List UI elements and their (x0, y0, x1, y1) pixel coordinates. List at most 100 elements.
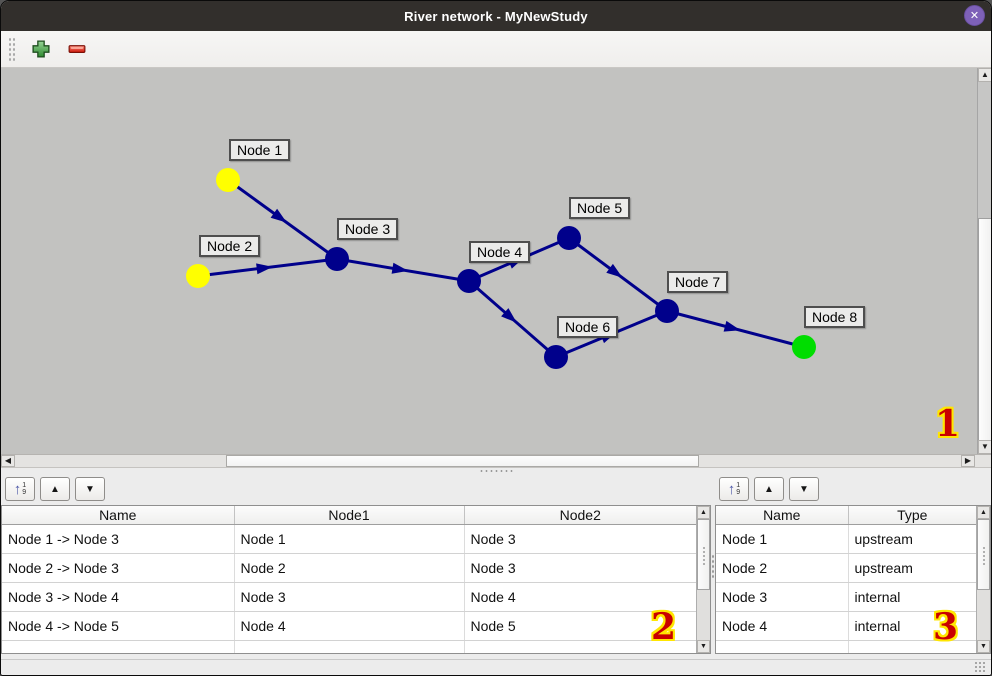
table-cell[interactable]: Node 3 (464, 524, 696, 554)
horizontal-splitter[interactable] (1, 468, 991, 473)
triangle-down-icon: ▼ (85, 483, 95, 495)
scroll-up-button[interactable]: ▲ (978, 68, 991, 82)
links-table-scrollbar[interactable]: ▲ ▼ (696, 506, 710, 653)
edge-arrow-icon (270, 208, 287, 223)
scroll-up-button[interactable]: ▲ (697, 506, 710, 519)
table-cell[interactable]: Node 3 (234, 582, 465, 612)
node-circle[interactable] (325, 247, 349, 271)
table-cell[interactable]: upstream (848, 553, 976, 583)
table-cell[interactable] (464, 640, 696, 653)
column-header[interactable]: Node2 (464, 506, 696, 525)
node-circle[interactable] (457, 269, 481, 293)
scroll-up-button[interactable]: ▲ (977, 506, 990, 519)
splitter-grip-icon (479, 469, 515, 473)
table-cell[interactable] (848, 640, 976, 653)
table-cell[interactable]: Node 2 -> Node 3 (2, 553, 235, 583)
toolbar-drag-handle-icon[interactable] (7, 36, 16, 62)
links-move-down-button[interactable]: ▼ (75, 477, 105, 501)
table-cell[interactable]: Node 3 (716, 582, 849, 612)
node-label[interactable]: Node 5 (569, 197, 631, 219)
node-label[interactable]: Node 3 (337, 218, 399, 240)
table-cell[interactable]: Node 4 (234, 611, 465, 641)
add-node-button[interactable] (30, 38, 52, 60)
table-cell[interactable]: Node 4 (464, 582, 696, 612)
window-title: River network - MyNewStudy (404, 8, 588, 24)
table-cell[interactable] (716, 640, 849, 653)
table-row[interactable] (2, 640, 696, 653)
table-cell[interactable]: upstream (848, 524, 976, 554)
table-row[interactable] (716, 640, 976, 653)
table-cell[interactable] (234, 640, 465, 653)
remove-node-button[interactable] (66, 38, 88, 60)
node-label[interactable]: Node 7 (667, 271, 729, 293)
canvas-vscroll-thumb[interactable] (978, 218, 991, 441)
table-cell[interactable]: Node 5 (464, 611, 696, 641)
canvas-horizontal-scrollbar[interactable]: ◀ ▶ (1, 454, 991, 468)
nodes-scroll-thumb[interactable] (977, 519, 990, 590)
column-header[interactable]: Type (848, 506, 976, 525)
node-circle[interactable] (544, 345, 568, 369)
scroll-right-button[interactable]: ▶ (961, 455, 975, 467)
table-cell[interactable]: Node 3 -> Node 4 (2, 582, 235, 612)
links-scroll-thumb[interactable] (697, 519, 710, 590)
vertical-splitter[interactable] (711, 473, 715, 659)
table-cell[interactable]: Node 4 (716, 611, 849, 641)
nodes-table-scrollbar[interactable]: ▲ ▼ (976, 506, 990, 653)
node-label[interactable]: Node 8 (804, 306, 866, 328)
scroll-down-button[interactable]: ▼ (978, 440, 991, 454)
table-cell[interactable]: Node 1 -> Node 3 (2, 524, 235, 554)
arrow-left-icon: ◀ (4, 456, 12, 465)
links-move-up-button[interactable]: ▲ (40, 477, 70, 501)
node-circle[interactable] (792, 335, 816, 359)
node-circle[interactable] (557, 226, 581, 250)
canvas-hscroll-thumb[interactable] (226, 455, 699, 467)
table-cell[interactable]: Node 3 (464, 553, 696, 583)
node-circle[interactable] (216, 168, 240, 192)
node-label[interactable]: Node 6 (557, 316, 619, 338)
table-cell[interactable]: Node 2 (716, 553, 849, 583)
edge-arrow-icon (256, 263, 273, 275)
column-header[interactable]: Name (2, 506, 235, 525)
node-label[interactable]: Node 2 (199, 235, 261, 257)
node-circle[interactable] (655, 299, 679, 323)
title-bar[interactable]: River network - MyNewStudy ✕ (1, 1, 991, 31)
scroll-left-button[interactable]: ◀ (1, 455, 15, 467)
table-cell[interactable]: Node 4 -> Node 5 (2, 611, 235, 641)
node-label[interactable]: Node 4 (469, 241, 531, 263)
table-cell[interactable] (2, 640, 235, 653)
table-cell[interactable]: Node 1 (234, 524, 465, 554)
nodes-move-up-button[interactable]: ▲ (754, 477, 784, 501)
arrow-right-icon: ▶ (964, 456, 972, 465)
scroll-down-button[interactable]: ▼ (977, 640, 990, 653)
table-cell[interactable]: Node 2 (234, 553, 465, 583)
table-cell[interactable]: internal (848, 582, 976, 612)
column-header[interactable]: Name (716, 506, 849, 525)
canvas-vertical-scrollbar[interactable]: ▲ ▼ (977, 68, 991, 454)
node-circle[interactable] (186, 264, 210, 288)
scroll-down-button[interactable]: ▼ (697, 640, 710, 653)
table-cell[interactable]: Node 1 (716, 524, 849, 554)
node-label[interactable]: Node 1 (229, 139, 291, 161)
nodes-move-down-button[interactable]: ▼ (789, 477, 819, 501)
edge-arrow-icon (723, 320, 741, 332)
column-header[interactable]: Node1 (234, 506, 465, 525)
table-cell[interactable]: internal (848, 611, 976, 641)
close-button[interactable]: ✕ (964, 5, 985, 26)
resize-grip-icon[interactable] (974, 661, 987, 672)
triangle-up-icon: ▲ (764, 483, 774, 495)
